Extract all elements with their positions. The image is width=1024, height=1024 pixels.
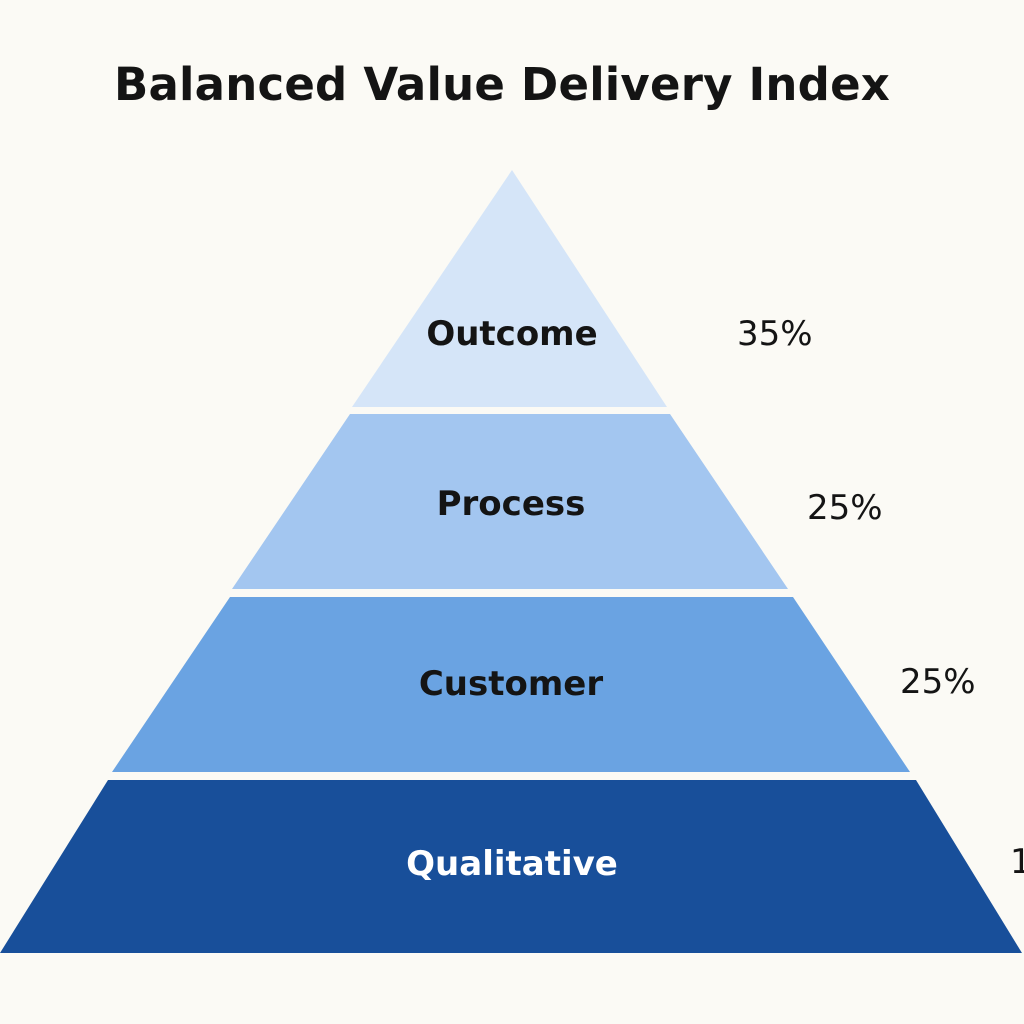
tier-process-percent: 25% xyxy=(807,488,883,528)
tier-qualitative-shape xyxy=(0,780,1022,953)
tier-customer-shape xyxy=(112,597,910,772)
tier-customer-percent: 25% xyxy=(900,662,976,702)
tier-process: Process 25% xyxy=(232,414,883,589)
tier-process-shape xyxy=(232,414,788,589)
tier-qualitative-percent: 1 xyxy=(1010,842,1024,882)
tier-customer: Customer 25% xyxy=(112,597,976,772)
tier-outcome-shape xyxy=(352,170,667,407)
tier-outcome-percent: 35% xyxy=(737,314,813,354)
diagram-title: Balanced Value Delivery Index xyxy=(113,58,891,111)
tier-qualitative: Qualitative 1 xyxy=(0,780,1024,953)
tier-process-label: Process xyxy=(437,484,586,524)
tier-outcome-label: Outcome xyxy=(426,314,597,354)
tier-outcome: Outcome 35% xyxy=(352,170,813,407)
tier-qualitative-label: Qualitative xyxy=(406,844,618,884)
tier-customer-label: Customer xyxy=(419,664,603,704)
